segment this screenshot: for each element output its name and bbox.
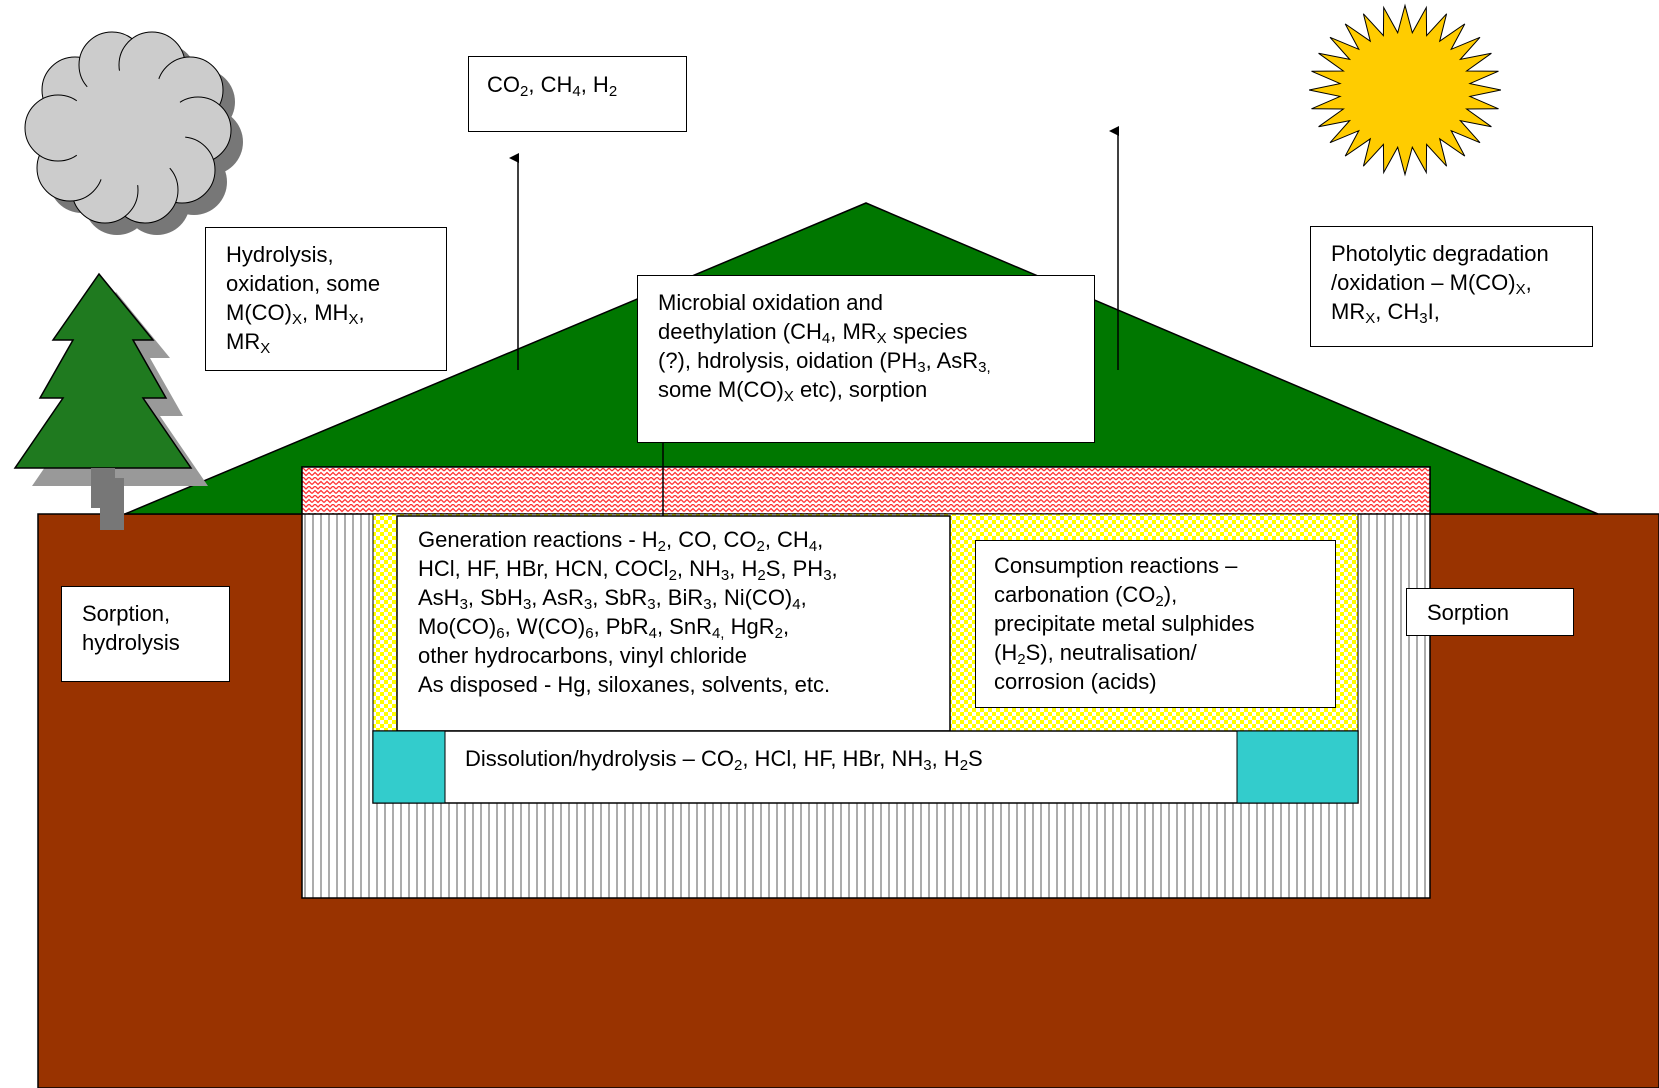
generation-reactions-box: Generation reactions - H2, CO, CO2, CH4,… — [398, 517, 951, 731]
cloud-icon — [24, 31, 243, 235]
consumption-label: Consumption reactions –carbonation (CO2)… — [994, 553, 1255, 694]
tree-icon — [13, 272, 208, 530]
consumption-reactions-box: Consumption reactions –carbonation (CO2)… — [975, 540, 1336, 708]
dissolution-box: Dissolution/hydrolysis – CO2, HCl, HF, H… — [445, 731, 1237, 803]
photolytic-box: Photolytic degradation/oxidation – M(CO)… — [1310, 226, 1593, 347]
photolytic-label: Photolytic degradation/oxidation – M(CO)… — [1331, 241, 1549, 327]
sorption-left-label: Sorption,hydrolysis — [82, 601, 180, 655]
gases-box: CO2, CH4, H2 — [468, 56, 687, 132]
sorption-right-label: Sorption — [1427, 600, 1509, 625]
liner-right — [1236, 730, 1359, 804]
sorption-right-box: Sorption — [1406, 588, 1574, 636]
liner-left — [372, 730, 446, 804]
sun-icon — [1308, 3, 1502, 177]
cap-layer — [301, 466, 1431, 515]
gases-label: CO2, CH4, H2 — [487, 72, 618, 100]
dissolution-label: Dissolution/hydrolysis – CO2, HCl, HF, H… — [465, 746, 983, 774]
generation-label: Generation reactions - H2, CO, CO2, CH4,… — [418, 527, 838, 697]
leachate-layer — [372, 730, 1359, 804]
sorption-left-box: Sorption,hydrolysis — [61, 586, 230, 682]
